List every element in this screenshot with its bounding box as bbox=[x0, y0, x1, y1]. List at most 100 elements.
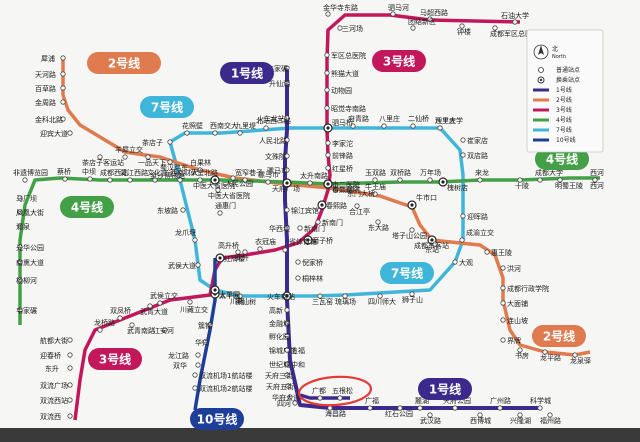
station-label: 牛市口 bbox=[416, 193, 437, 202]
station-marker bbox=[350, 123, 356, 129]
station-marker bbox=[60, 55, 66, 61]
station-label: 军区总医院 bbox=[331, 51, 366, 60]
station-label: 成都东客站 bbox=[414, 241, 449, 250]
station-label: 火车南站 bbox=[267, 292, 295, 301]
station-label: 升仙湖 bbox=[269, 79, 290, 88]
station-label: 韦家碾 bbox=[16, 306, 37, 315]
line-7-path bbox=[168, 126, 465, 298]
station-label: 磨子桥 bbox=[312, 236, 333, 245]
station-label: 四河 bbox=[277, 400, 291, 408]
station-marker bbox=[284, 207, 290, 213]
station-label: 骡马市 bbox=[267, 166, 288, 175]
station-label: 迎晖路 bbox=[467, 212, 488, 221]
station-label: 九里堤 bbox=[235, 121, 256, 130]
station-label: 省体育馆 bbox=[289, 237, 317, 246]
line-badge-label: 2号线 bbox=[543, 329, 575, 344]
line-badge-label: 2号线 bbox=[108, 56, 140, 71]
station-marker bbox=[237, 293, 243, 299]
legend-item: 换乘站点 bbox=[537, 76, 580, 84]
station-marker bbox=[484, 249, 490, 255]
station-marker bbox=[397, 177, 403, 183]
station-marker bbox=[67, 337, 73, 343]
station-marker bbox=[60, 116, 66, 122]
station-marker bbox=[427, 16, 433, 22]
station-marker bbox=[452, 259, 458, 265]
station-label: 光华公园 bbox=[16, 243, 44, 252]
station-label: 来龙 bbox=[475, 168, 489, 177]
station-label: 科学城 bbox=[530, 396, 551, 405]
station-label: 火车北站 bbox=[257, 114, 285, 123]
line-badge: 7号线 bbox=[380, 262, 434, 284]
line-badge: 1号线 bbox=[220, 62, 274, 84]
station-marker bbox=[282, 247, 288, 253]
station-marker bbox=[325, 11, 331, 17]
station-label: 中医大省医院 bbox=[193, 181, 235, 190]
station-marker bbox=[410, 123, 416, 129]
station-marker bbox=[325, 165, 331, 171]
station-label: 双店路 bbox=[467, 151, 488, 160]
station-marker bbox=[459, 237, 465, 243]
transfer-station-marker bbox=[215, 253, 225, 263]
station-marker bbox=[417, 405, 423, 411]
station-label: 武汉路 bbox=[420, 416, 441, 425]
line-badge-label: 7号线 bbox=[151, 100, 183, 115]
station-label: 西南财大 bbox=[170, 168, 198, 177]
station-marker bbox=[284, 115, 290, 121]
station-label: 八里庄 bbox=[435, 116, 456, 125]
station-marker bbox=[195, 352, 201, 358]
station-marker bbox=[410, 25, 416, 31]
station-marker bbox=[460, 152, 466, 158]
station-label: 东坡路 bbox=[157, 206, 178, 215]
transfer-station-marker bbox=[210, 175, 220, 185]
station-label: 马厂坝 bbox=[16, 194, 37, 203]
station-label: 江安河 bbox=[153, 326, 174, 335]
station-label: 人民北路 bbox=[259, 136, 287, 145]
station-label: 草堂北路 bbox=[190, 168, 218, 177]
station-label: 二仙桥 bbox=[408, 114, 429, 123]
station-label: 西河 bbox=[590, 182, 604, 190]
station-marker bbox=[167, 159, 173, 165]
station-label: 金周路 bbox=[35, 98, 56, 107]
station-label: 白果林 bbox=[190, 158, 211, 167]
station-marker bbox=[325, 152, 331, 158]
station-label: 百草路 bbox=[35, 84, 56, 93]
station-marker bbox=[437, 125, 443, 131]
station-label: 锦城广场 bbox=[269, 346, 297, 355]
station-marker bbox=[162, 327, 168, 333]
station-label: 韦家碾 bbox=[267, 64, 288, 73]
station-marker bbox=[242, 177, 248, 183]
station-label: 双华 bbox=[173, 361, 187, 370]
station-label: 玉双路 bbox=[365, 168, 386, 177]
station-marker bbox=[375, 219, 381, 225]
station-label: 界牌 bbox=[507, 336, 521, 345]
metro-map-svg: 金华寺东路驷马河马超西路石油大学三河场团结新区钟楼成都军区总医院军区总医院熊猫大… bbox=[13, 3, 604, 430]
line-1-path bbox=[283, 70, 540, 410]
station-marker bbox=[390, 11, 396, 17]
station-marker bbox=[459, 23, 465, 29]
station-marker bbox=[157, 300, 163, 306]
line-badge-label: 3号线 bbox=[99, 352, 131, 367]
station-label: 通惠门 bbox=[215, 201, 236, 210]
station-marker bbox=[237, 130, 243, 136]
line-badge: 7号线 bbox=[140, 96, 194, 118]
transfer-station-marker bbox=[323, 123, 333, 133]
station-marker bbox=[377, 293, 383, 299]
station-marker bbox=[500, 285, 506, 291]
station-label: 茶店子客运站 bbox=[82, 158, 124, 167]
station-label: 太升南路 bbox=[300, 171, 328, 180]
station-marker bbox=[500, 337, 506, 343]
station-marker bbox=[542, 349, 548, 355]
station-label: 桐梓林 bbox=[302, 274, 323, 283]
station-label: 神仙树 bbox=[235, 297, 256, 306]
legend-item-label: 4号线 bbox=[556, 116, 572, 124]
station-label: 成都军区总医院 bbox=[490, 29, 539, 38]
line-badge: 4号线 bbox=[60, 196, 114, 218]
station-label: 槐树店 bbox=[447, 183, 468, 192]
station-marker bbox=[147, 303, 153, 309]
station-label: 成都行政学院 bbox=[507, 284, 549, 293]
station-label: 天河路 bbox=[35, 70, 56, 79]
line-badge-label: 7号线 bbox=[391, 266, 423, 281]
station-marker bbox=[22, 177, 28, 183]
station-marker bbox=[107, 177, 113, 183]
